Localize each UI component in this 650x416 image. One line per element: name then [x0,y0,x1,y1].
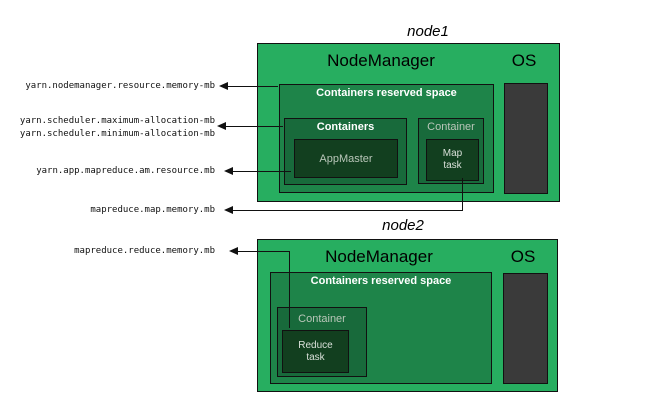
node1-os-memory-rect [504,83,548,194]
connector-am-resource [232,171,291,172]
node2-reduce-task-line2: task [306,351,325,363]
node1-reserved-space-label: Containers reserved space [316,87,457,99]
connector-reduce-memory [237,251,290,252]
connector-map-memory [232,210,463,211]
connector-nm-resource [227,86,278,87]
node1-container-box: Container Map task [418,118,484,184]
arrowhead-left-icon [224,206,233,214]
node2-container-box: Container Reduce task [277,307,367,377]
node1-containers-label: Containers [316,121,375,133]
arrowhead-left-icon [217,122,226,130]
node1-map-task-line2: task [443,160,462,171]
config-label-text: mapreduce.reduce.memory.mb [74,246,215,256]
node1-containers-box: Containers AppMaster [284,118,407,185]
connector-scheduler-allocation [225,126,283,127]
config-label-reduce-memory: mapreduce.reduce.memory.mb [74,245,215,258]
node1-appmaster-box: AppMaster [294,139,398,178]
connector-reduce-memory-vertical [289,251,290,328]
node1-map-task-line1: Map [442,148,463,159]
node2-os-memory-rect [503,273,548,384]
node2-os-label: OS [510,247,536,266]
node2-reserved-space-box: Containers reserved space Container Redu… [270,272,492,384]
config-label-nodemanager-resource-memory: yarn.nodemanager.resource.memory-mb [25,80,215,93]
arrowhead-left-icon [219,82,228,90]
node1-reserved-space-box: Containers reserved space Containers App… [279,84,494,193]
node1-nodemanager-label: NodeManager [327,51,435,70]
node2-container-label: Container [298,313,346,325]
config-label-am-resource: yarn.app.mapreduce.am.resource.mb [36,165,215,178]
node2-box: NodeManager OS Containers reserved space… [257,239,558,392]
config-label-text: yarn.scheduler.maximum-allocation-mb [19,116,215,126]
arrowhead-left-icon [224,167,233,175]
node1-container-label: Container [427,121,475,133]
node2-reserved-space-label: Containers reserved space [310,275,452,287]
node2-nodemanager-label: NodeManager [325,247,433,266]
config-label-text: yarn.app.mapreduce.am.resource.mb [36,166,215,176]
config-label-scheduler-allocation: yarn.scheduler.maximum-allocation-mb yar… [20,115,215,141]
node1-appmaster-label: AppMaster [319,152,373,165]
config-label-text: mapreduce.map.memory.mb [90,205,215,215]
arrowhead-left-icon [229,247,238,255]
node1-os-label: OS [511,51,537,70]
node1-map-task-box: Map task [426,139,479,181]
node2-reduce-task-box: Reduce task [282,330,349,373]
connector-map-memory-vertical [462,178,463,211]
config-label-text: yarn.scheduler.minimum-allocation-mb [19,129,215,139]
config-label-text: yarn.nodemanager.resource.memory-mb [25,81,215,91]
node1-box: NodeManager OS Containers reserved space… [257,43,560,202]
node1-title: node1 [407,23,449,40]
config-label-map-memory: mapreduce.map.memory.mb [90,204,215,217]
node2-reduce-task-line1: Reduce [298,339,333,351]
node2-title: node2 [382,217,424,234]
